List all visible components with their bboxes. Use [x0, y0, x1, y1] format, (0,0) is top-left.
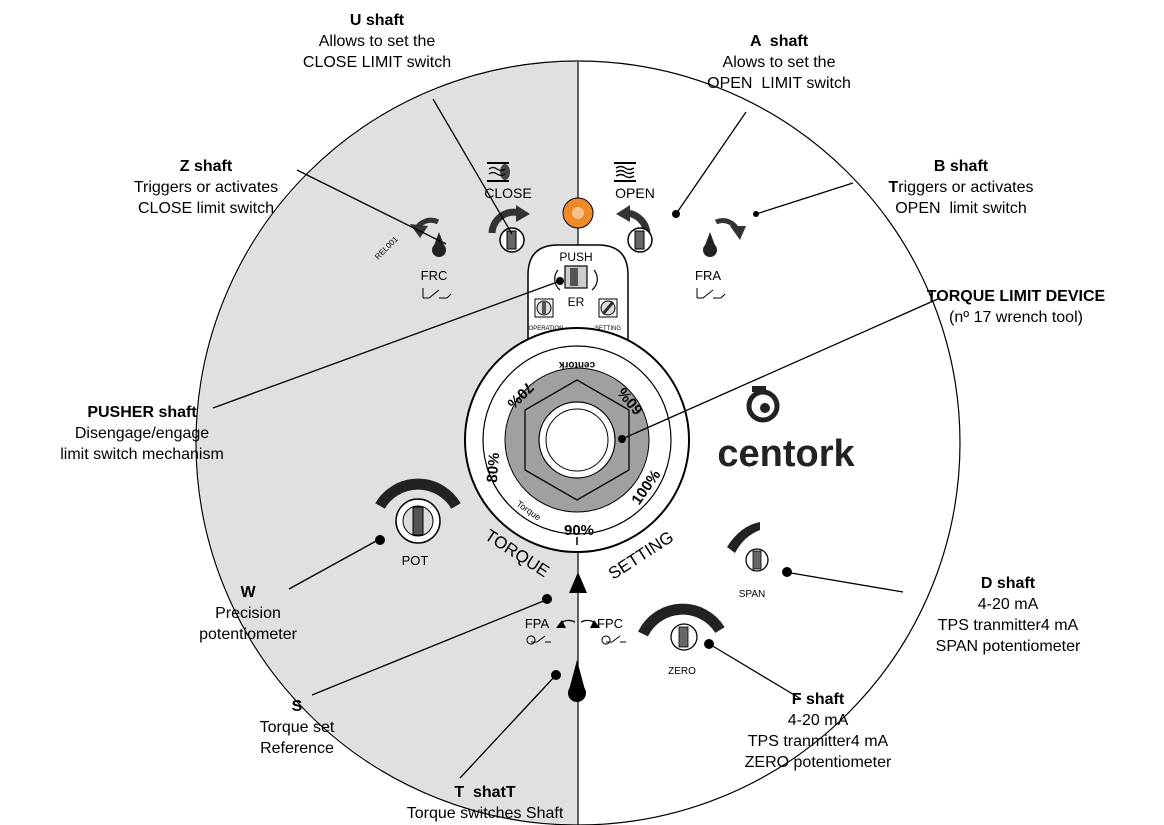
a-shaft-line-1: Alows to set the — [722, 54, 836, 71]
fra-label: FRA — [695, 268, 721, 283]
w-callout: W Precision potentiometer — [163, 582, 333, 645]
f-shaft-line-1: 4-20 mA — [787, 712, 849, 729]
d-shaft-line-1: 4-20 mA — [977, 596, 1039, 613]
w-title: W — [240, 584, 256, 601]
f-shaft-title: F shaft — [791, 691, 845, 708]
b-shaft-callout: B shaft Triggers or activates OPEN limit… — [861, 156, 1061, 219]
u-shaft-line-2: CLOSE LIMIT switch — [302, 54, 452, 71]
span-label: SPAN — [739, 589, 766, 600]
s-line-1: Torque set — [259, 719, 335, 736]
fpc-label: FPC — [597, 616, 623, 631]
close-label: CLOSE — [484, 185, 531, 201]
torque-device-callout: TORQUE LIMIT DEVICE (nº 17 wrench tool) — [896, 286, 1136, 328]
percent-80-label: 80% — [484, 452, 504, 483]
b-shaft-bold-letter: T — [888, 179, 899, 196]
t-shaft-line-1: Torque switches Shaft — [406, 805, 564, 822]
s-title: S — [291, 698, 303, 715]
w-potentiometer-knob[interactable] — [395, 498, 441, 544]
frc-label: FRC — [421, 268, 448, 283]
z-shaft-line-1: Triggers or activates — [133, 179, 279, 196]
percent-90-label: 90% — [564, 522, 594, 539]
d-shaft-line-2: TPS tranmitter4 mA — [937, 617, 1079, 634]
u-shaft-knob[interactable] — [499, 227, 525, 253]
fpa-switch-icon — [526, 635, 551, 645]
a-shaft-line-2: OPEN LIMIT switch — [707, 75, 851, 92]
pot-label: POT — [402, 553, 429, 568]
f-zero-knob[interactable] — [670, 623, 698, 651]
open-label: OPEN — [615, 185, 655, 201]
s-line-2: Reference — [260, 740, 334, 757]
operation-label: OPERATION — [529, 326, 564, 332]
w-line-2: potentiometer — [199, 626, 297, 643]
pusher-shaft-title: PUSHER shaft — [87, 404, 197, 421]
pusher-shaft-callout: PUSHER shaft Disengage/engage limit swit… — [32, 402, 252, 465]
dial-left-half — [197, 62, 578, 824]
d-shaft-title: D shaft — [980, 575, 1036, 592]
setting-icon — [598, 298, 618, 318]
setting-label: SETTING — [595, 326, 621, 332]
b-shaft-line-1: Triggers or activates — [861, 177, 1061, 198]
b-shaft-trigger-icon[interactable] — [703, 218, 746, 257]
d-span-knob[interactable] — [745, 548, 769, 572]
b-shaft-line-1-rest: riggers or activates — [898, 179, 1034, 196]
pusher-shaft-knob[interactable] — [554, 265, 598, 291]
leader-lines — [212, 98, 941, 779]
d-shaft-line-3: SPAN potentiometer — [935, 638, 1081, 655]
z-shaft-title: Z shaft — [179, 158, 233, 175]
u-shaft-callout: U shaft Allows to set the CLOSE LIMIT sw… — [277, 10, 477, 73]
t-torque-switch-shaft-icon[interactable] — [568, 660, 586, 702]
brand-small-label: centork — [559, 359, 596, 370]
t-shaft-callout: T shatT Torque switches Shaft — [375, 782, 595, 824]
torque-device-title: TORQUE LIMIT DEVICE — [926, 288, 1106, 305]
u-shaft-title: U shaft — [349, 12, 405, 29]
a-shaft-knob[interactable] — [627, 227, 653, 253]
pusher-shaft-line-1: Disengage/engage — [74, 425, 210, 442]
f-shaft-line-3: ZERO potentiometer — [744, 754, 892, 771]
open-limit-icon — [614, 162, 636, 182]
f-shaft-line-2: TPS tranmitter4 mA — [747, 733, 889, 750]
b-shaft-line-2: OPEN limit switch — [895, 200, 1027, 217]
z-shaft-callout: Z shaft Triggers or activates CLOSE limi… — [106, 156, 306, 219]
frc-switch-icon — [422, 288, 452, 299]
t-shaft-title: T shatT — [454, 784, 516, 801]
a-shaft-title: A shaft — [749, 33, 809, 50]
centork-logo-icon — [746, 386, 780, 423]
er-label: ER — [568, 295, 585, 309]
w-line-1: Precision — [215, 605, 281, 622]
b-shaft-title: B shaft — [933, 158, 989, 175]
fra-switch-icon — [696, 288, 726, 299]
push-label: PUSH — [559, 250, 592, 264]
z-shaft-line-2: CLOSE limit switch — [137, 200, 275, 217]
torque-device-line-1: (nº 17 wrench tool) — [949, 309, 1083, 326]
fpc-switch-icon — [601, 635, 626, 645]
s-callout: S Torque set Reference — [212, 696, 382, 759]
zero-label: ZERO — [668, 666, 696, 677]
f-shaft-callout: F shaft 4-20 mA TPS tranmitter4 mA ZERO … — [708, 689, 928, 773]
close-limit-icon — [487, 162, 510, 182]
a-shaft-callout: A shaft Alows to set the OPEN LIMIT swit… — [679, 31, 879, 94]
brand-logo-text: centork — [717, 433, 855, 475]
u-shaft-line-1: Allows to set the — [318, 33, 436, 50]
torque-reference-arrow-icon — [569, 572, 587, 593]
pusher-shaft-line-2: limit switch mechanism — [60, 446, 224, 463]
operation-icon — [534, 298, 554, 318]
leader-dots — [375, 210, 792, 680]
fpa-label: FPA — [525, 616, 550, 631]
d-shaft-callout: D shaft 4-20 mA TPS tranmitter4 mA SPAN … — [898, 573, 1118, 657]
